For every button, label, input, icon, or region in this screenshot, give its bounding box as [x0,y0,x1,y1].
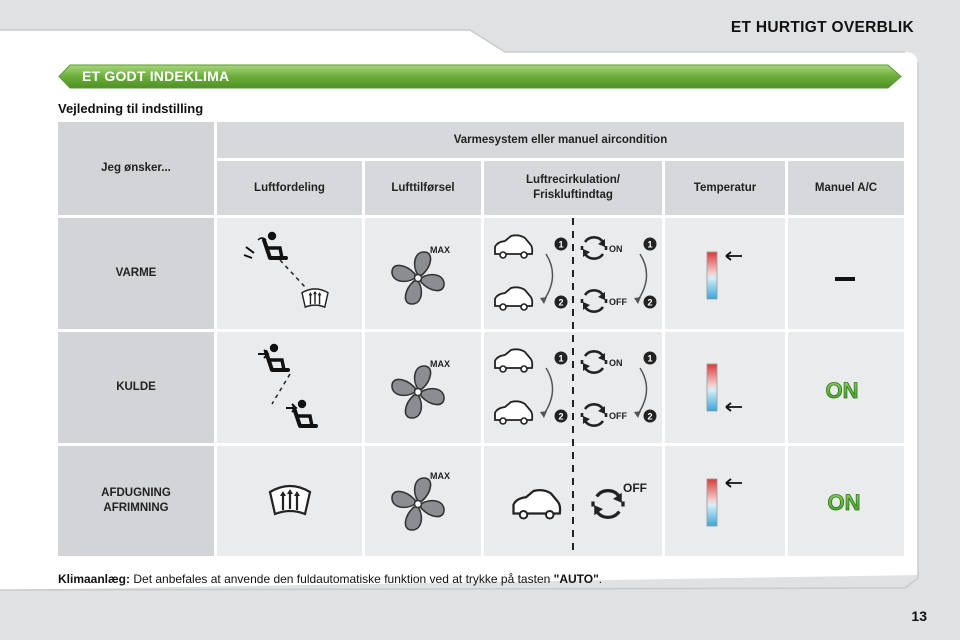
cell-kulde-luftfordeling [217,332,362,443]
fan-max-label: MAX [430,359,450,369]
svg-text:1: 1 [558,354,563,364]
cell-varme-ac [788,218,904,329]
step-arrow-icon [540,253,554,304]
recirculation-on-label: ON [609,244,623,254]
table-corner-label: Jeg ønsker... [58,122,214,215]
cell-varme-temperatur [665,218,785,329]
recirculation-icon [580,236,648,313]
temperature-bar-icon [706,251,742,300]
recirculation-off-label: OFF [609,297,627,307]
cell-kulde-ac [788,332,904,443]
section-banner [58,64,902,89]
recirculation-off-label: OFF [623,481,647,495]
recirculation-icon [591,489,625,519]
temperature-bar-icon [706,478,742,527]
settings-table: Jeg ønsker... Varmesystem eller manuel a… [58,122,904,556]
footer-label: Klimaanlæg: [58,572,131,586]
car-air-icon [512,489,562,520]
footer-end: . [598,572,603,586]
page-number: 13 [911,608,927,624]
table-group-header: Varmesystem eller manuel aircondition [217,122,904,158]
column-header-luftfordeling: Luftfordeling [217,161,362,215]
page-header-title: ET HURTIGT OVERBLIK [730,19,914,36]
svg-text:1: 1 [647,240,652,250]
cell-afdugning-ac [788,446,904,556]
ac-on-label: ON [826,378,859,403]
section-subtitle: Vejledning til indstilling [58,101,204,116]
row-label-varme: VARME [58,218,214,329]
icon-layer: MAX ON OFF 1 2 1 2 [243,218,861,556]
car-air-icon [494,348,534,425]
svg-text:1: 1 [558,240,563,250]
svg-text:2: 2 [647,412,652,422]
ac-off-dash [835,277,855,281]
step-arrow-icon [540,367,554,418]
row-label-afdugning: AFDUGNING AFRIMNING [58,446,214,556]
fan-max-label: MAX [430,471,450,481]
recirculation-off-label: OFF [609,411,627,421]
seat-airflow-icon [258,341,318,428]
footer-note: Klimaanlæg: Det anbefales at anvende den… [58,572,602,586]
svg-text:2: 2 [647,298,652,308]
recirculation-icon [580,350,648,427]
ac-on-label: ON [828,490,861,515]
fan-max-label: MAX [430,245,450,255]
svg-text:2: 2 [558,412,563,422]
column-header-temperatur: Temperatur [665,161,785,215]
footer-text: Det anbefales at anvende den fuldautomat… [130,572,554,586]
windscreen-defrost-icon [268,484,312,516]
step-number-icon: 1 2 1 2 [554,237,657,309]
recirculation-on-label: ON [609,358,623,368]
cell-kulde-temperatur [665,332,785,443]
step-number-icon: 1 2 1 2 [554,351,657,423]
seat-airflow-icon [243,229,329,308]
column-header-recirkulation: Luftrecirkulation/ Friskluftindtag [484,161,662,215]
row-label-kulde: KULDE [58,332,214,443]
column-header-lufttilforsel: Lufttilførsel [365,161,481,215]
column-header-manuel-ac: Manuel A/C [788,161,904,215]
svg-text:1: 1 [647,354,652,364]
cell-afdugning-recirkulation [484,446,662,556]
fan-icon [391,251,445,305]
cell-afdugning-temperatur [665,446,785,556]
temperature-bar-icon [706,363,742,412]
car-air-icon [494,234,534,311]
fan-icon [391,365,445,419]
fan-icon [391,477,445,531]
cell-varme-luftfordeling [217,218,362,329]
svg-text:2: 2 [558,298,563,308]
section-banner-label: ET GODT INDEKLIMA [82,68,230,84]
footer-key: "AUTO" [553,572,599,586]
